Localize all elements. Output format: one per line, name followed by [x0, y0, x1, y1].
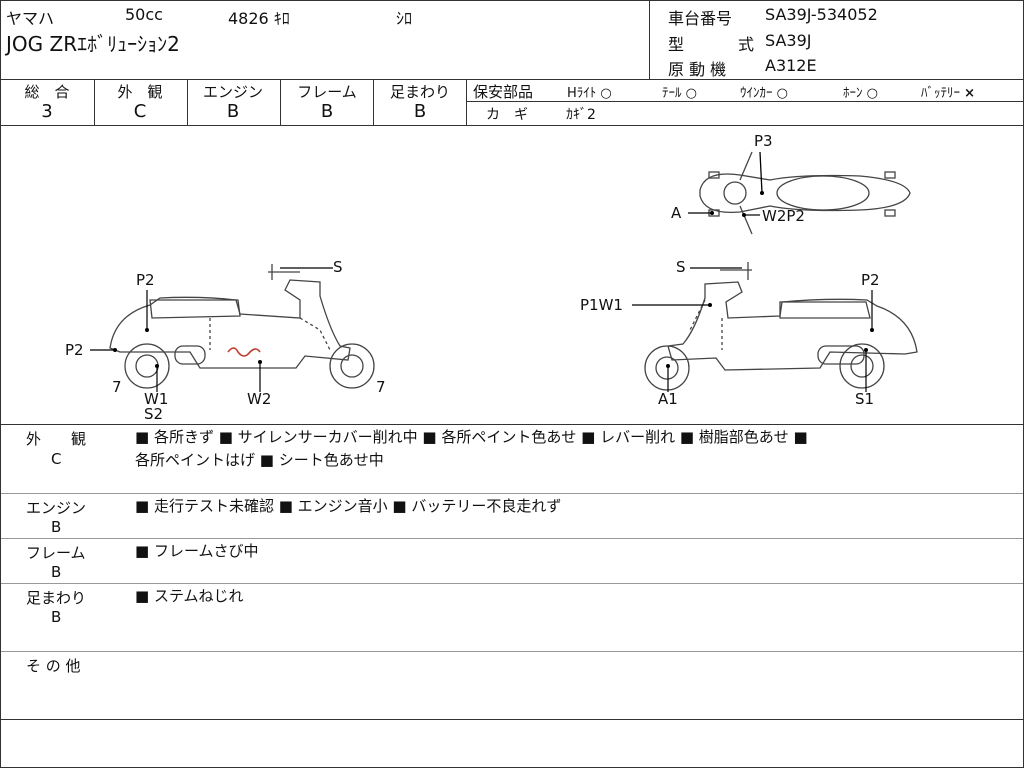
scooter-right-view [644, 262, 918, 391]
rule-row [0, 583, 1024, 584]
grade-engine-label: エンジン [202, 83, 264, 101]
displacement: 50cc [125, 5, 163, 24]
label-p2-right: P2 [861, 271, 880, 289]
grade-divider [94, 79, 95, 126]
safety-taillight: ﾃｰﾙ ○ [662, 86, 697, 101]
safety-horn: ﾎｰﾝ ○ [843, 86, 878, 101]
grade-divider [187, 79, 188, 126]
detail-exterior-text: ■ 各所きず ■ サイレンサーカバー削れ中 ■ 各所ペイント色あせ ■ レバー削… [135, 428, 808, 446]
damage-diagram: P3 A W2P2 S P2 P2 7 7 W1 S2 W2 S P1W1 P2… [65, 132, 918, 423]
key-label: カ ギ [486, 107, 528, 123]
detail-engine-text: ■ 走行テスト未確認 ■ エンジン音小 ■ バッテリー不良走れず [135, 497, 562, 515]
grade-divider [466, 79, 467, 126]
type-label-1: 型 [668, 35, 685, 54]
grade-divider [280, 79, 281, 126]
detail-exterior-text-2: 各所ペイントはげ ■ シート色あせ中 [135, 451, 384, 469]
rule-row [0, 651, 1024, 652]
detail-suspension-grade: B [51, 608, 62, 626]
label-s-right: S [676, 258, 686, 276]
grade-overall-label: 総 合 [24, 83, 70, 101]
label-w2: W2 [247, 390, 271, 408]
label-s-left: S [333, 258, 343, 276]
safety-headlight: Hﾗｲﾄ ○ [567, 86, 612, 101]
grade-frame-value: B [320, 101, 334, 122]
safety-headlight-mark: ○ [600, 86, 612, 101]
label-s1: S1 [855, 390, 874, 408]
chassis-label: 車台番号 [668, 9, 733, 28]
detail-exterior-grade: C [51, 450, 62, 468]
detail-other-label: そ の 他 [26, 657, 81, 675]
detail-engine-label: エンジン [26, 499, 87, 517]
safety-horn-mark: ○ [866, 86, 878, 101]
label-p1w1: P1W1 [580, 296, 623, 314]
label-w1: W1 [144, 390, 168, 408]
grade-chassis-label: 足まわり [389, 83, 451, 101]
mileage: 4826 ｷﾛ [228, 9, 290, 28]
label-7-left: 7 [112, 378, 122, 396]
detail-suspension-text: ■ ステムねじれ [135, 587, 244, 605]
detail-frame-grade: B [51, 563, 62, 581]
label-p3: P3 [754, 132, 773, 150]
engine-value: A312E [765, 56, 817, 75]
detail-suspension-label: 足まわり [26, 589, 87, 607]
detail-engine-grade: B [51, 518, 62, 536]
rule-bottom [0, 719, 1024, 720]
label-a: A [671, 204, 682, 222]
detail-exterior-label: 外 観 [26, 430, 87, 448]
grade-divider [373, 79, 374, 126]
safety-taillight-mark: ○ [685, 86, 697, 101]
label-p2-side-left: P2 [65, 341, 84, 359]
rule-diagram-bottom [0, 424, 1024, 425]
damage-mark-red [227, 347, 261, 357]
detail-frame-text: ■ フレームさび中 [135, 542, 259, 560]
safety-winker: ｳｲﾝｶｰ ○ [740, 86, 788, 101]
detail-frame-label: フレーム [26, 544, 86, 562]
type-value: SA39J [765, 31, 812, 50]
grade-exterior-value: C [133, 101, 147, 122]
grade-overall-value: 3 [41, 101, 53, 122]
header-divider [649, 0, 650, 80]
scooter-top-view [699, 151, 911, 235]
safety-battery-mark: × [964, 86, 976, 101]
grade-chassis-value: B [413, 101, 427, 122]
type-label-2: 式 [738, 35, 755, 54]
rule-row [0, 493, 1024, 494]
grade-exterior-label: 外 観 [117, 83, 163, 101]
chassis-value: SA39J-534052 [765, 5, 878, 24]
label-a1: A1 [658, 390, 678, 408]
grade-frame-label: フレーム [297, 83, 357, 101]
color: ｼﾛ [396, 9, 413, 28]
label-p2-top-left: P2 [136, 271, 155, 289]
label-s2: S2 [144, 405, 163, 423]
engine-label: 原 動 機 [668, 60, 727, 79]
rule-row [0, 538, 1024, 539]
label-7-right: 7 [376, 378, 386, 396]
safety-title: 保安部品 [473, 83, 534, 101]
safety-divider [466, 101, 1024, 102]
label-w2p2: W2P2 [762, 207, 805, 225]
safety-battery: ﾊﾞｯﾃﾘｰ × [921, 86, 976, 101]
maker: ヤマハ [6, 9, 55, 28]
model-name: JOG ZRｴﾎﾞﾘｭｰｼｮﾝ2 [6, 32, 180, 56]
key-value: ｶｷﾞ2 [566, 107, 596, 123]
grade-engine-value: B [226, 101, 240, 122]
scooter-left-view [109, 264, 375, 389]
rule-grades-bottom [0, 125, 1024, 126]
safety-winker-mark: ○ [776, 86, 788, 101]
rule-top [0, 79, 1024, 80]
